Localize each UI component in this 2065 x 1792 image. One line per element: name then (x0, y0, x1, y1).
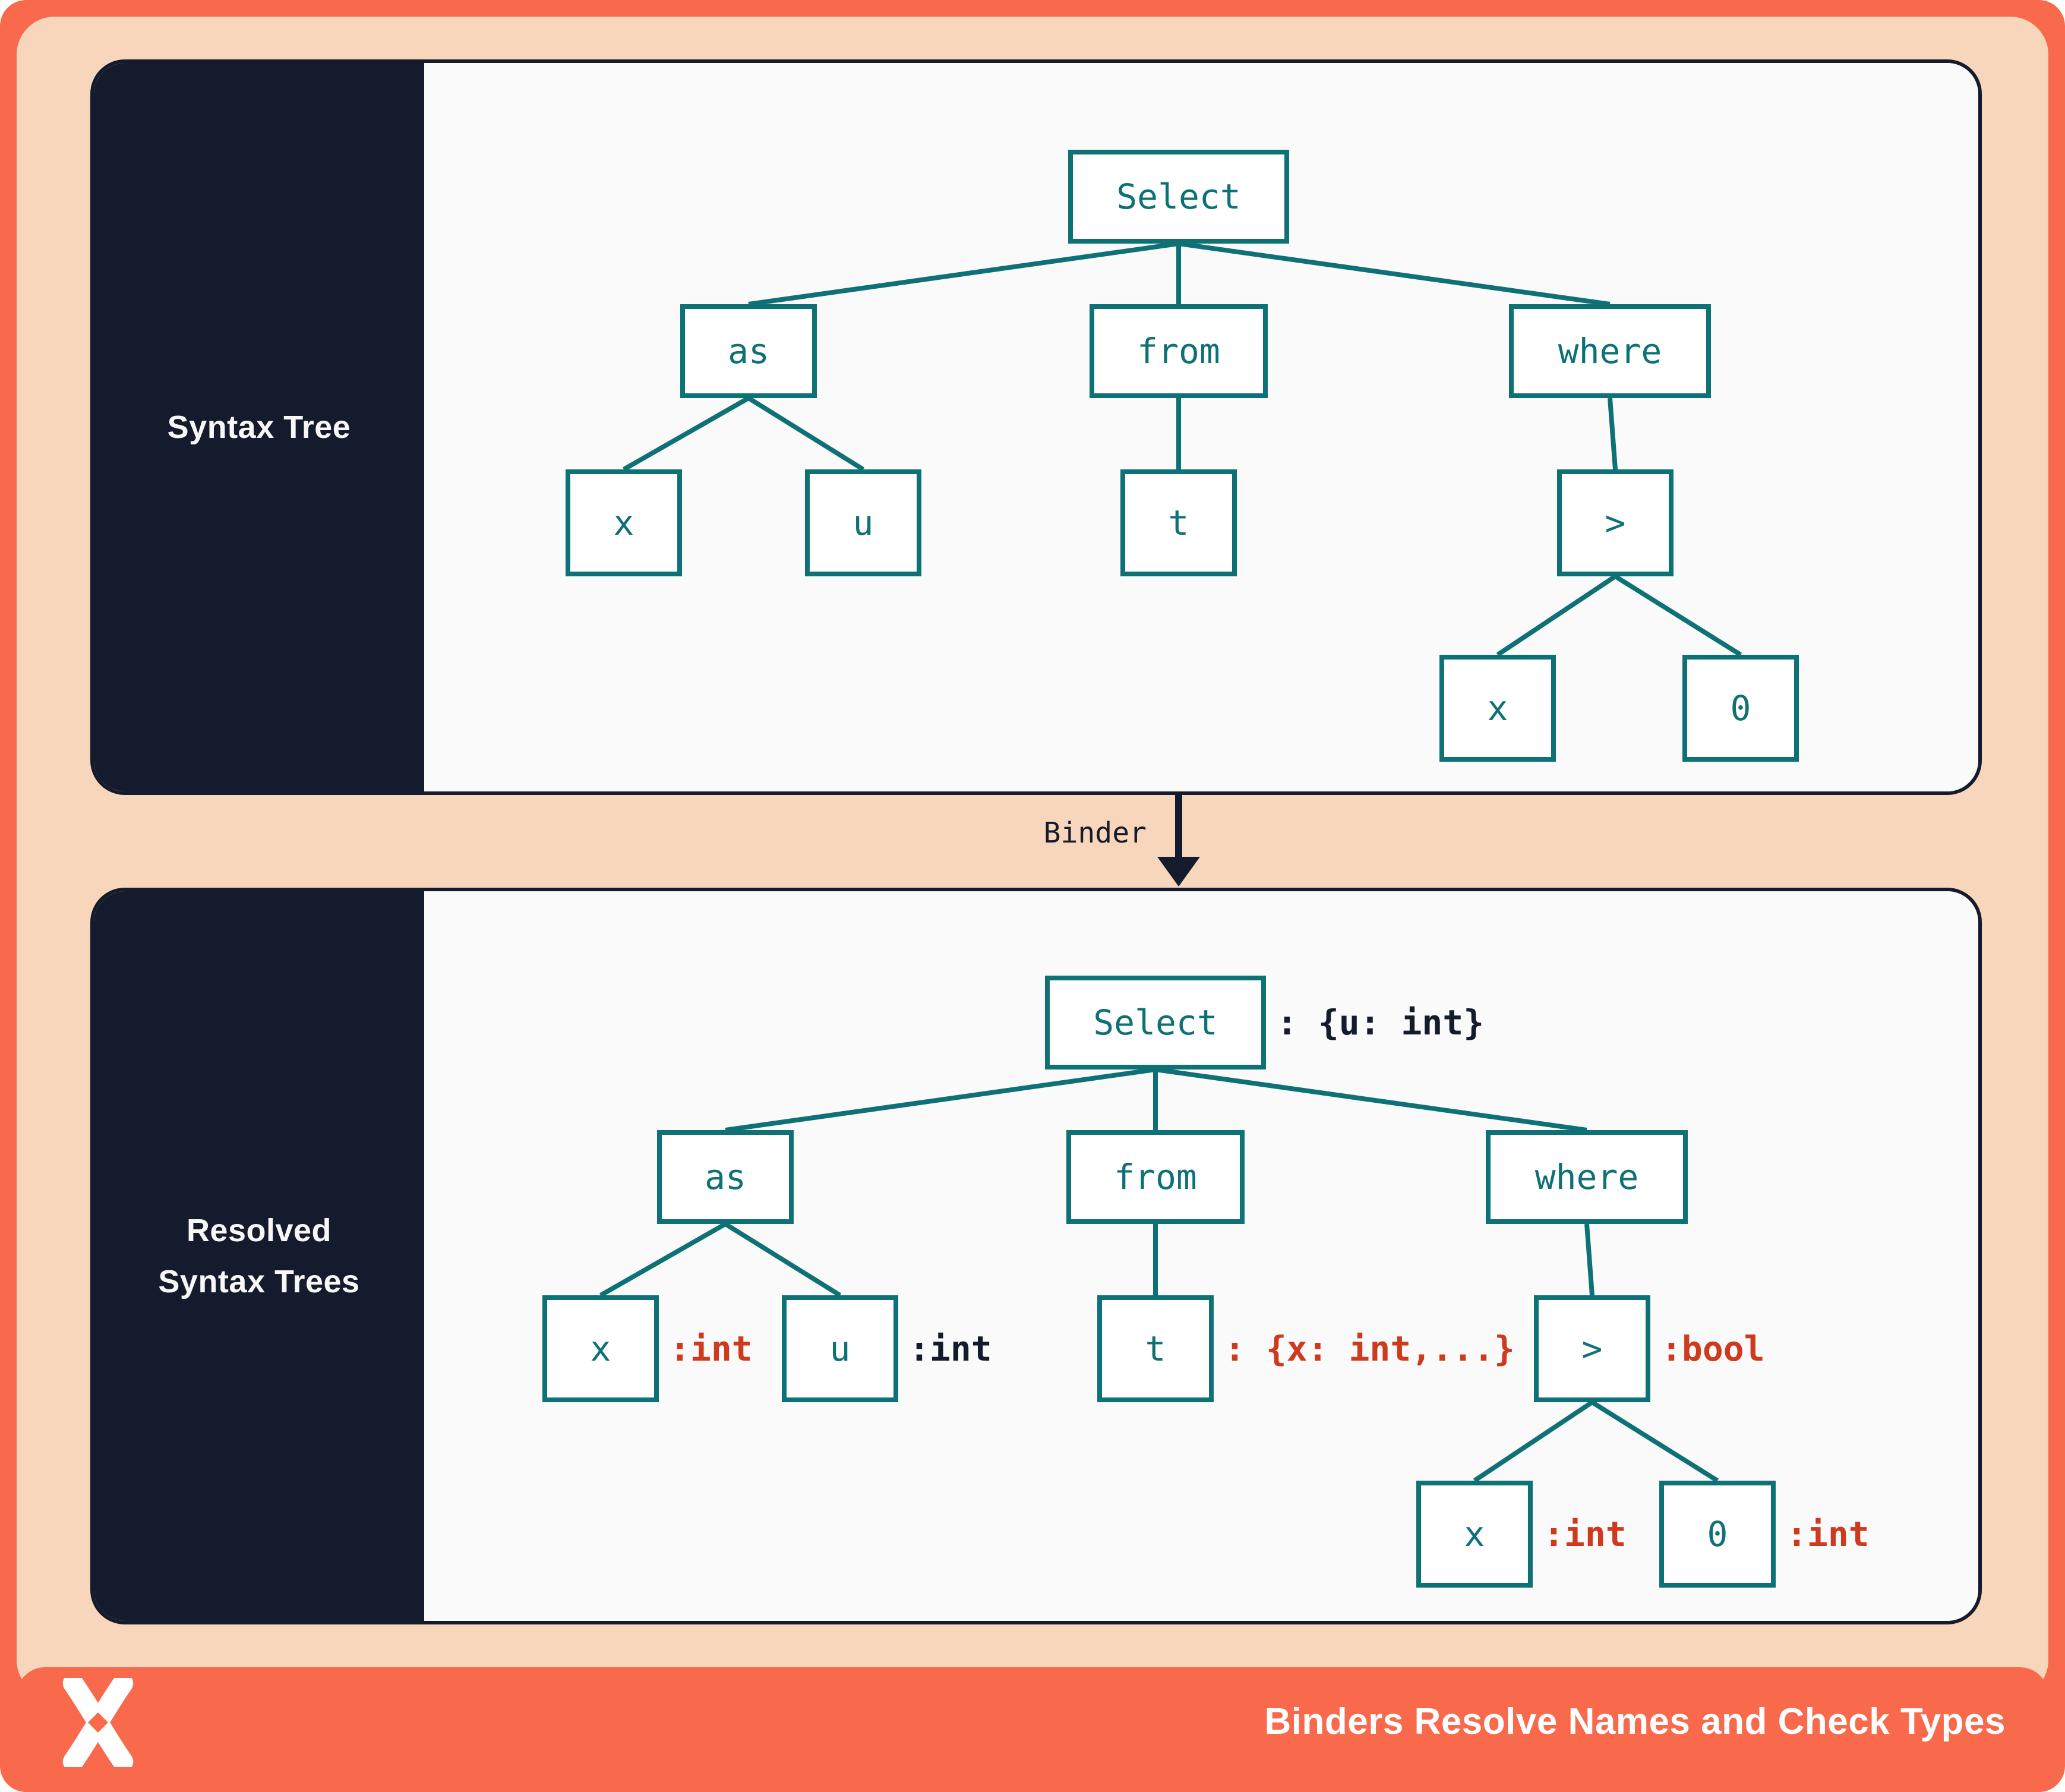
panel-syntax-sidebar: Syntax Tree (94, 63, 424, 791)
brand-x-logo (62, 1678, 134, 1767)
footer-band: Binders Resolve Names and Check Types (17, 1667, 2048, 1792)
panel-resolved-content (424, 891, 1978, 1621)
panel-resolved-sidebar: Resolved Syntax Trees (94, 891, 424, 1621)
panel-resolved-syntax-trees: Resolved Syntax Trees (90, 888, 1982, 1624)
panel-syntax-tree: Syntax Tree (90, 59, 1982, 795)
panel-resolved-label-line1: Resolved (186, 1212, 332, 1248)
panel-syntax-label: Syntax Tree (167, 409, 351, 445)
footer-title: Binders Resolve Names and Check Types (1264, 1700, 2006, 1742)
panel-syntax-content (424, 63, 1978, 791)
binder-label: Binder (1043, 816, 1147, 850)
panel-resolved-label-line2: Syntax Trees (158, 1264, 360, 1299)
